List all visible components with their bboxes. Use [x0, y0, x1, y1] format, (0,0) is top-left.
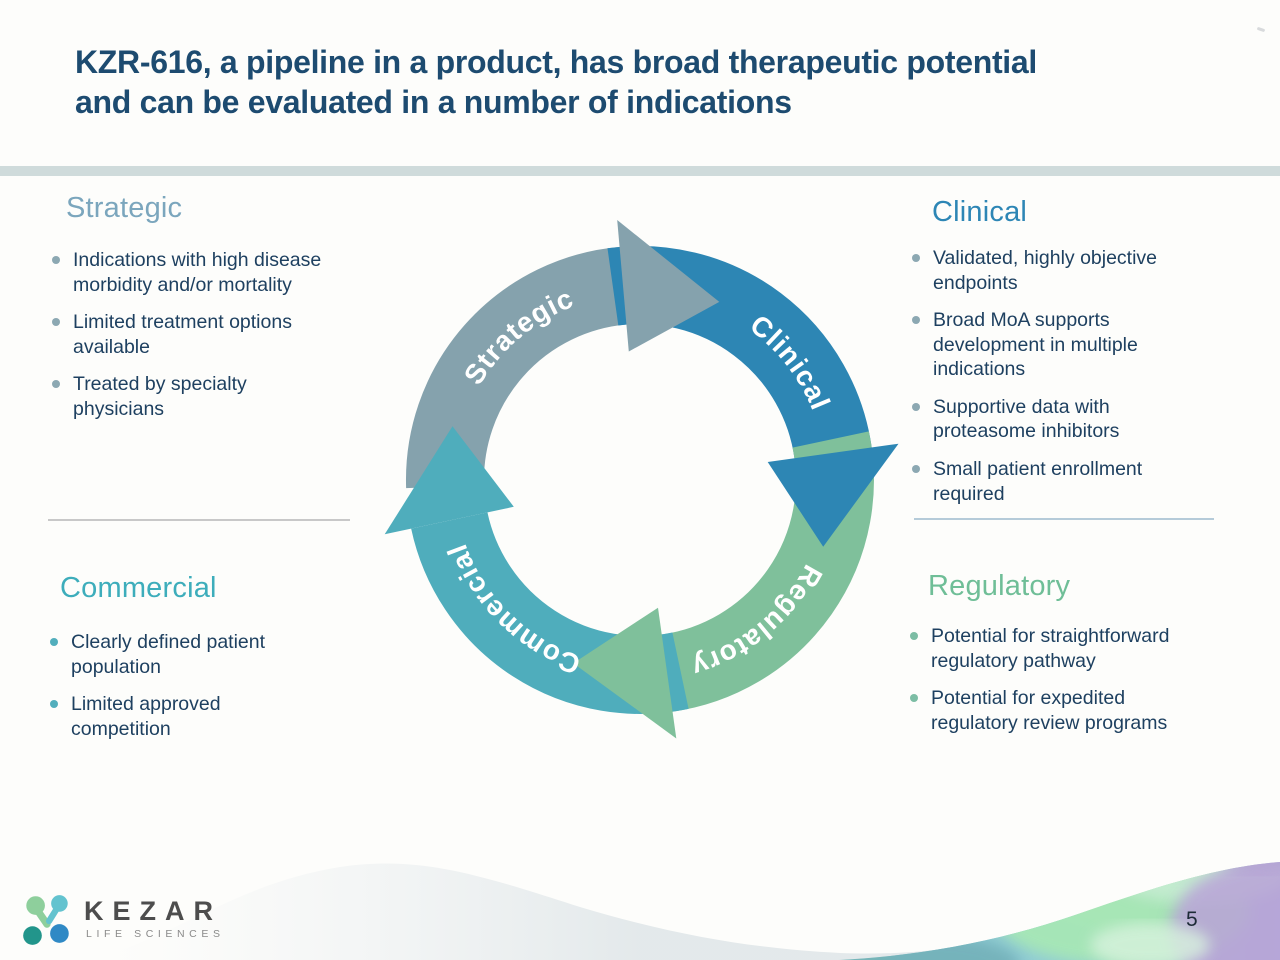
bullet-text: Treated by specialty physicians	[73, 373, 247, 420]
logo-subtitle: LIFE SCIENCES	[86, 928, 225, 940]
bullet-icon	[912, 402, 920, 411]
slide-title: KZR-616, a pipeline in a product, has br…	[75, 44, 1037, 121]
list-item: Potential for expedited regulatory revie…	[908, 686, 1248, 735]
accent-band	[0, 166, 1280, 176]
gray-wave	[110, 863, 1280, 960]
bullet-text: Validated, highly objective endpoints	[933, 247, 1158, 294]
list-item: Potential for straightforward regulatory…	[908, 624, 1248, 673]
bullet-text: Indications with high disease morbidity …	[73, 249, 322, 296]
list-item: Broad MoA supports development in multip…	[910, 308, 1250, 382]
bullet-icon	[50, 700, 58, 709]
bullet-text: Limited approved competition	[71, 693, 221, 740]
bullet-text: Limited treatment options available	[73, 311, 292, 358]
bullet-icon	[52, 318, 60, 327]
list-item: Validated, highly objective endpoints	[910, 246, 1250, 295]
bullet-text: Small patient enrollment required	[933, 457, 1143, 505]
list-item: Supportive data with proteasome inhibito…	[910, 395, 1250, 444]
clinical-heading: Clinical	[932, 196, 1028, 228]
left-divider	[48, 519, 350, 521]
bullet-icon	[52, 380, 60, 389]
bullet-text: Clearly defined patient population	[71, 631, 266, 678]
regulatory-heading: Regulatory	[928, 570, 1071, 602]
bullet-icon	[912, 316, 920, 325]
microscopy-image	[838, 862, 1280, 960]
regulatory-bullet-list: Potential for straightforward regulatory…	[908, 624, 1248, 748]
kezar-logo: KEZAR LIFE SCIENCES	[22, 888, 272, 950]
commercial-arrowhead	[384, 426, 514, 535]
corner-artifact	[1256, 26, 1266, 33]
list-item: Clearly defined patient population	[48, 630, 368, 679]
right-divider	[914, 518, 1214, 520]
bottom-wave-art	[110, 862, 1280, 960]
bullet-text: Supportive data with proteasome inhibito…	[933, 395, 1120, 443]
commercial-heading: Commercial	[60, 572, 217, 604]
logo-text: KEZAR	[84, 896, 222, 926]
clinical-arrowhead	[767, 443, 899, 547]
kezar-logo-icon	[23, 895, 69, 945]
list-item: Small patient enrollment required	[910, 457, 1250, 506]
strategic-arrowhead	[617, 220, 720, 352]
page-number: 5	[1186, 908, 1198, 931]
bullet-text: Potential for straightforward regulatory…	[931, 625, 1170, 672]
bullet-icon	[912, 464, 920, 473]
list-item: Limited treatment options available	[50, 310, 380, 359]
bullet-icon	[52, 256, 60, 264]
cycle-diagram: Strategic Clinical Regulatory Commercial	[384, 220, 899, 739]
list-item: Indications with high disease morbidity …	[50, 248, 380, 297]
bullet-icon	[910, 632, 918, 640]
bullet-text: Potential for expedited regulatory revie…	[931, 687, 1168, 734]
bullet-icon	[912, 254, 920, 262]
list-item: Limited approved competition	[48, 692, 368, 741]
list-item: Treated by specialty physicians	[50, 372, 380, 421]
strategic-bullet-list: Indications with high disease morbidity …	[50, 248, 380, 434]
regulatory-arrowhead	[573, 607, 677, 739]
bullet-icon	[910, 694, 918, 703]
strategic-heading: Strategic	[66, 192, 183, 224]
bullet-text: Broad MoA supports development in multip…	[933, 309, 1138, 381]
bullet-icon	[50, 638, 58, 646]
